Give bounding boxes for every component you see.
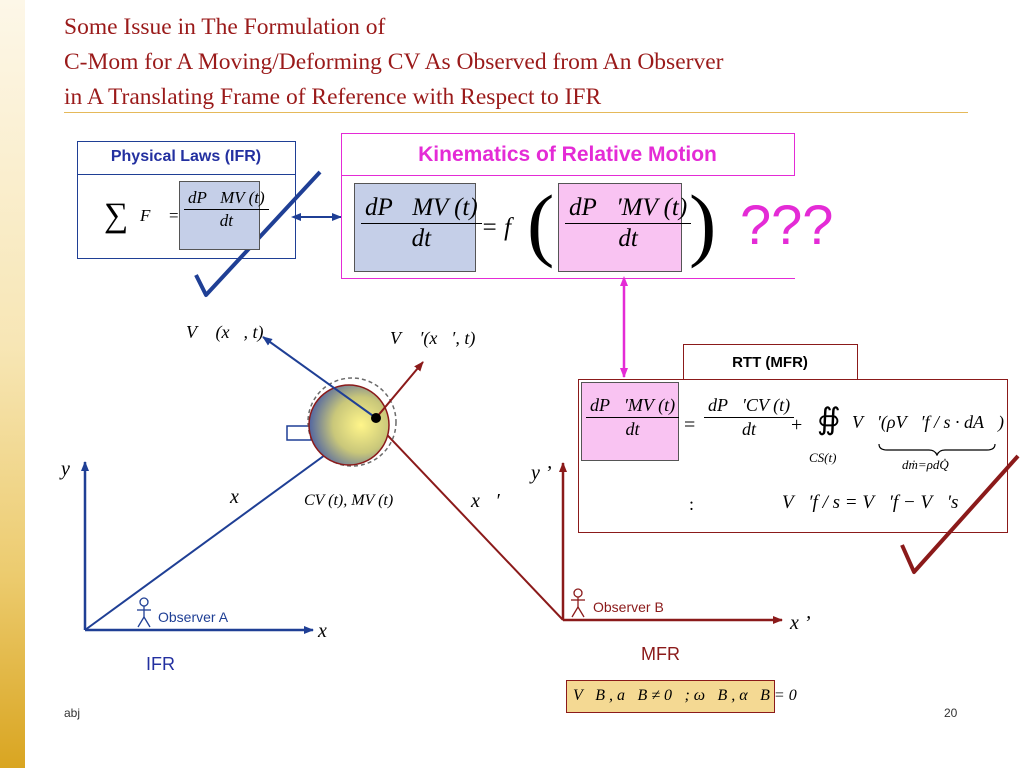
kinematics-label-box: Kinematics of Relative Motion	[341, 133, 795, 176]
fraction-denominator: dt	[219, 211, 233, 230]
checkmark-icon	[194, 170, 322, 297]
fraction-denominator: dt	[618, 225, 638, 252]
relative-velocity-relation: V⃗′f / s = V⃗′f − V⃗′s	[782, 492, 959, 513]
sum-symbol: ∑	[104, 197, 129, 234]
kinematics-rhs-fraction: dP⃗′MV (t) dt	[565, 194, 692, 253]
fraction-denominator: dt	[742, 419, 757, 439]
person-icon	[571, 588, 585, 618]
rtt-equation-box: dP⃗′MV (t) dt = dP⃗′CV (t) dt + ∯ CS(t) …	[578, 379, 1008, 533]
integrand: V⃗′(ρV⃗′f / s · dA⃗)	[852, 412, 1004, 432]
cv-label: CV (t), MV (t)	[304, 492, 394, 509]
velocity-label-vprime: V⃗ ′(x⃗′, t)	[390, 328, 476, 348]
velocity-vector-v	[262, 336, 377, 419]
velocity-label-v: V⃗ (x⃗, t)	[186, 322, 264, 342]
physical-laws-label: Physical Laws (IFR)	[110, 148, 262, 165]
mfr-conditions-box: V⃗B , a⃗B ≠ 0⃗; ω⃗B , α⃗B = 0⃗	[566, 680, 809, 713]
title-line-3: in A Translating Frame of Reference with…	[64, 84, 602, 110]
kinematics-equation-box: dP⃗MV (t) dt = f ( dP⃗′MV (t) dt )	[341, 175, 795, 279]
force-term: F⃗ =	[140, 206, 180, 225]
question-marks: ???	[740, 193, 834, 256]
slide-title: Some Issue in The Formulation of C-Mom f…	[64, 10, 984, 115]
mfr-x-axis-label: x ’	[790, 612, 811, 634]
position-vector-x-label: x⃗	[230, 486, 255, 508]
ifr-y-axis-label: y	[61, 458, 70, 480]
rtt-lhs-box: dP⃗′MV (t) dt	[581, 382, 680, 461]
plus-sign: +	[791, 414, 803, 436]
position-vector-xprime-label: x⃗′	[471, 490, 500, 512]
control-volume	[308, 384, 390, 466]
observer-b-label: Observer B	[593, 599, 664, 615]
ifr-label: IFR	[146, 654, 175, 674]
ifr-x-axis-label: x	[318, 620, 327, 642]
checkmark-icon	[900, 454, 1020, 574]
fraction-numerator: dP⃗MV (t)	[184, 188, 269, 210]
surface-integral: ∯	[817, 403, 841, 436]
rtt-cv-fraction: dP⃗′CV (t) dt	[704, 395, 795, 440]
page-number: 20	[944, 706, 958, 720]
small-rectangle	[286, 425, 312, 441]
rtt-label: RTT (MFR)	[732, 354, 808, 371]
rtt-lhs-fraction: dP⃗′MV (t) dt	[586, 395, 680, 440]
kinematics-lhs-box: dP⃗MV (t) dt	[354, 183, 482, 272]
fraction-numerator: dP⃗MV (t)	[361, 194, 482, 224]
rtt-label-box: RTT (MFR)	[683, 344, 858, 380]
fraction-numerator: dP⃗′CV (t)	[704, 395, 795, 418]
observer-a-label: Observer A	[158, 609, 229, 625]
title-line-2: C-Mom for A Moving/Deforming CV As Obser…	[64, 49, 724, 75]
title-underline	[64, 112, 968, 113]
integral-subscript: CS(t)	[809, 450, 837, 465]
physical-laws-fraction-box: dP⃗MV (t) dt	[179, 181, 269, 250]
title-line-1: Some Issue in The Formulation of	[64, 14, 386, 40]
kinematics-lhs-fraction: dP⃗MV (t) dt	[361, 194, 482, 253]
equals-sign: =	[684, 414, 696, 436]
physical-laws-equation-box: ∑ F⃗ = dP⃗MV (t) dt	[77, 174, 296, 259]
paren-left: (	[527, 178, 555, 269]
footer-author: abj	[64, 706, 81, 720]
kinematics-label: Kinematics of Relative Motion	[418, 143, 717, 166]
person-icon	[137, 597, 151, 628]
equals-f: = f	[481, 214, 512, 241]
underbrace-note: dṁ=ρdQ̇	[902, 457, 949, 472]
position-vector-xprime	[372, 419, 564, 621]
colon: :	[689, 494, 695, 514]
paren-right: )	[689, 178, 717, 269]
fraction-denominator: dt	[625, 419, 640, 439]
fraction-numerator: dP⃗′MV (t)	[586, 395, 680, 418]
velocity-vector-vprime	[375, 361, 424, 419]
sidebar-accent	[0, 0, 25, 768]
physical-laws-label-box: Physical Laws (IFR)	[77, 141, 296, 175]
mfr-label: MFR	[641, 644, 680, 664]
fraction-denominator: dt	[411, 225, 432, 252]
fluid-particle	[371, 413, 381, 423]
physical-laws-fraction: dP⃗MV (t) dt	[184, 188, 269, 231]
underbrace	[878, 443, 996, 456]
mfr-conditions: V⃗B , a⃗B ≠ 0⃗; ω⃗B , α⃗B = 0⃗	[573, 687, 810, 704]
cv-boundary-outer	[307, 377, 397, 467]
kinematics-rhs-box: dP⃗′MV (t) dt	[558, 183, 692, 272]
fraction-numerator: dP⃗′MV (t)	[565, 194, 692, 224]
mfr-y-axis-label: y ’	[531, 462, 552, 484]
